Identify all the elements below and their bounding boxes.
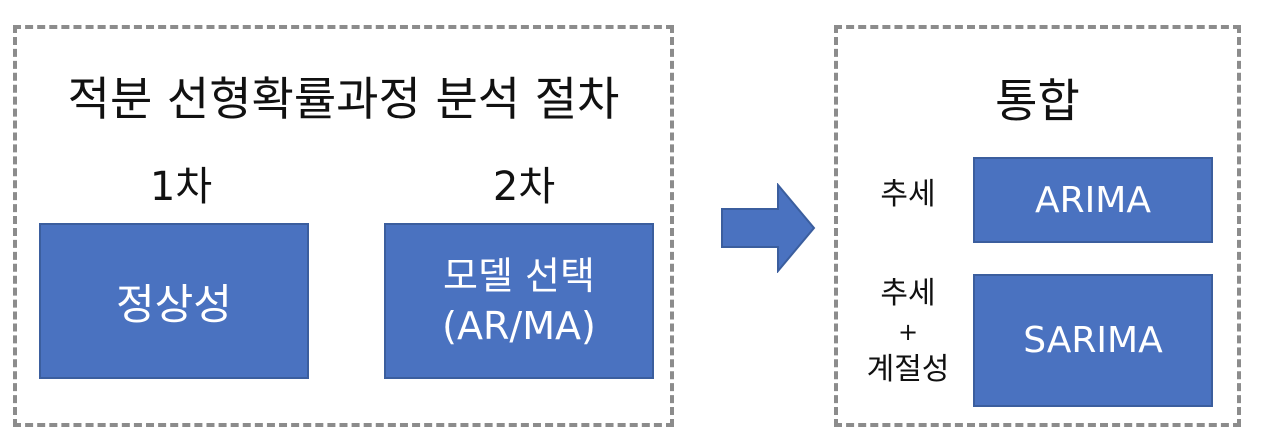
trend-label: 추세 bbox=[880, 177, 936, 212]
model-selection-box: 모델 선택 (AR/MA) bbox=[384, 223, 654, 379]
seasonality-label: 계절성 bbox=[866, 352, 950, 387]
integration-panel: 통합 추세 ARIMA 추세 + 계절성 SARIMA bbox=[834, 25, 1241, 427]
step1-label: 1차 bbox=[149, 164, 213, 210]
analysis-procedure-panel: 적분 선형확률과정 분석 절차 1차 2차 정상성 모델 선택 (AR/MA) bbox=[13, 25, 674, 427]
arima-box: ARIMA bbox=[973, 157, 1213, 243]
arima-text: ARIMA bbox=[1035, 179, 1151, 221]
sarima-box: SARIMA bbox=[973, 274, 1213, 407]
stationarity-box: 정상성 bbox=[39, 223, 309, 379]
right-arrow-icon bbox=[721, 183, 816, 273]
trend-label-2: 추세 bbox=[880, 276, 936, 311]
model-type-text: (AR/MA) bbox=[442, 304, 596, 348]
integration-title: 통합 bbox=[995, 74, 1080, 128]
model-selection-text: 모델 선택 bbox=[443, 254, 595, 298]
stationarity-text: 정상성 bbox=[116, 279, 232, 329]
panel-title: 적분 선형확률과정 분석 절차 bbox=[67, 72, 620, 126]
sarima-text: SARIMA bbox=[1023, 320, 1163, 361]
step2-label: 2차 bbox=[492, 164, 556, 210]
trend-seasonal-label: 추세 + 계절성 bbox=[852, 274, 964, 390]
plus-sign: + bbox=[897, 318, 919, 346]
